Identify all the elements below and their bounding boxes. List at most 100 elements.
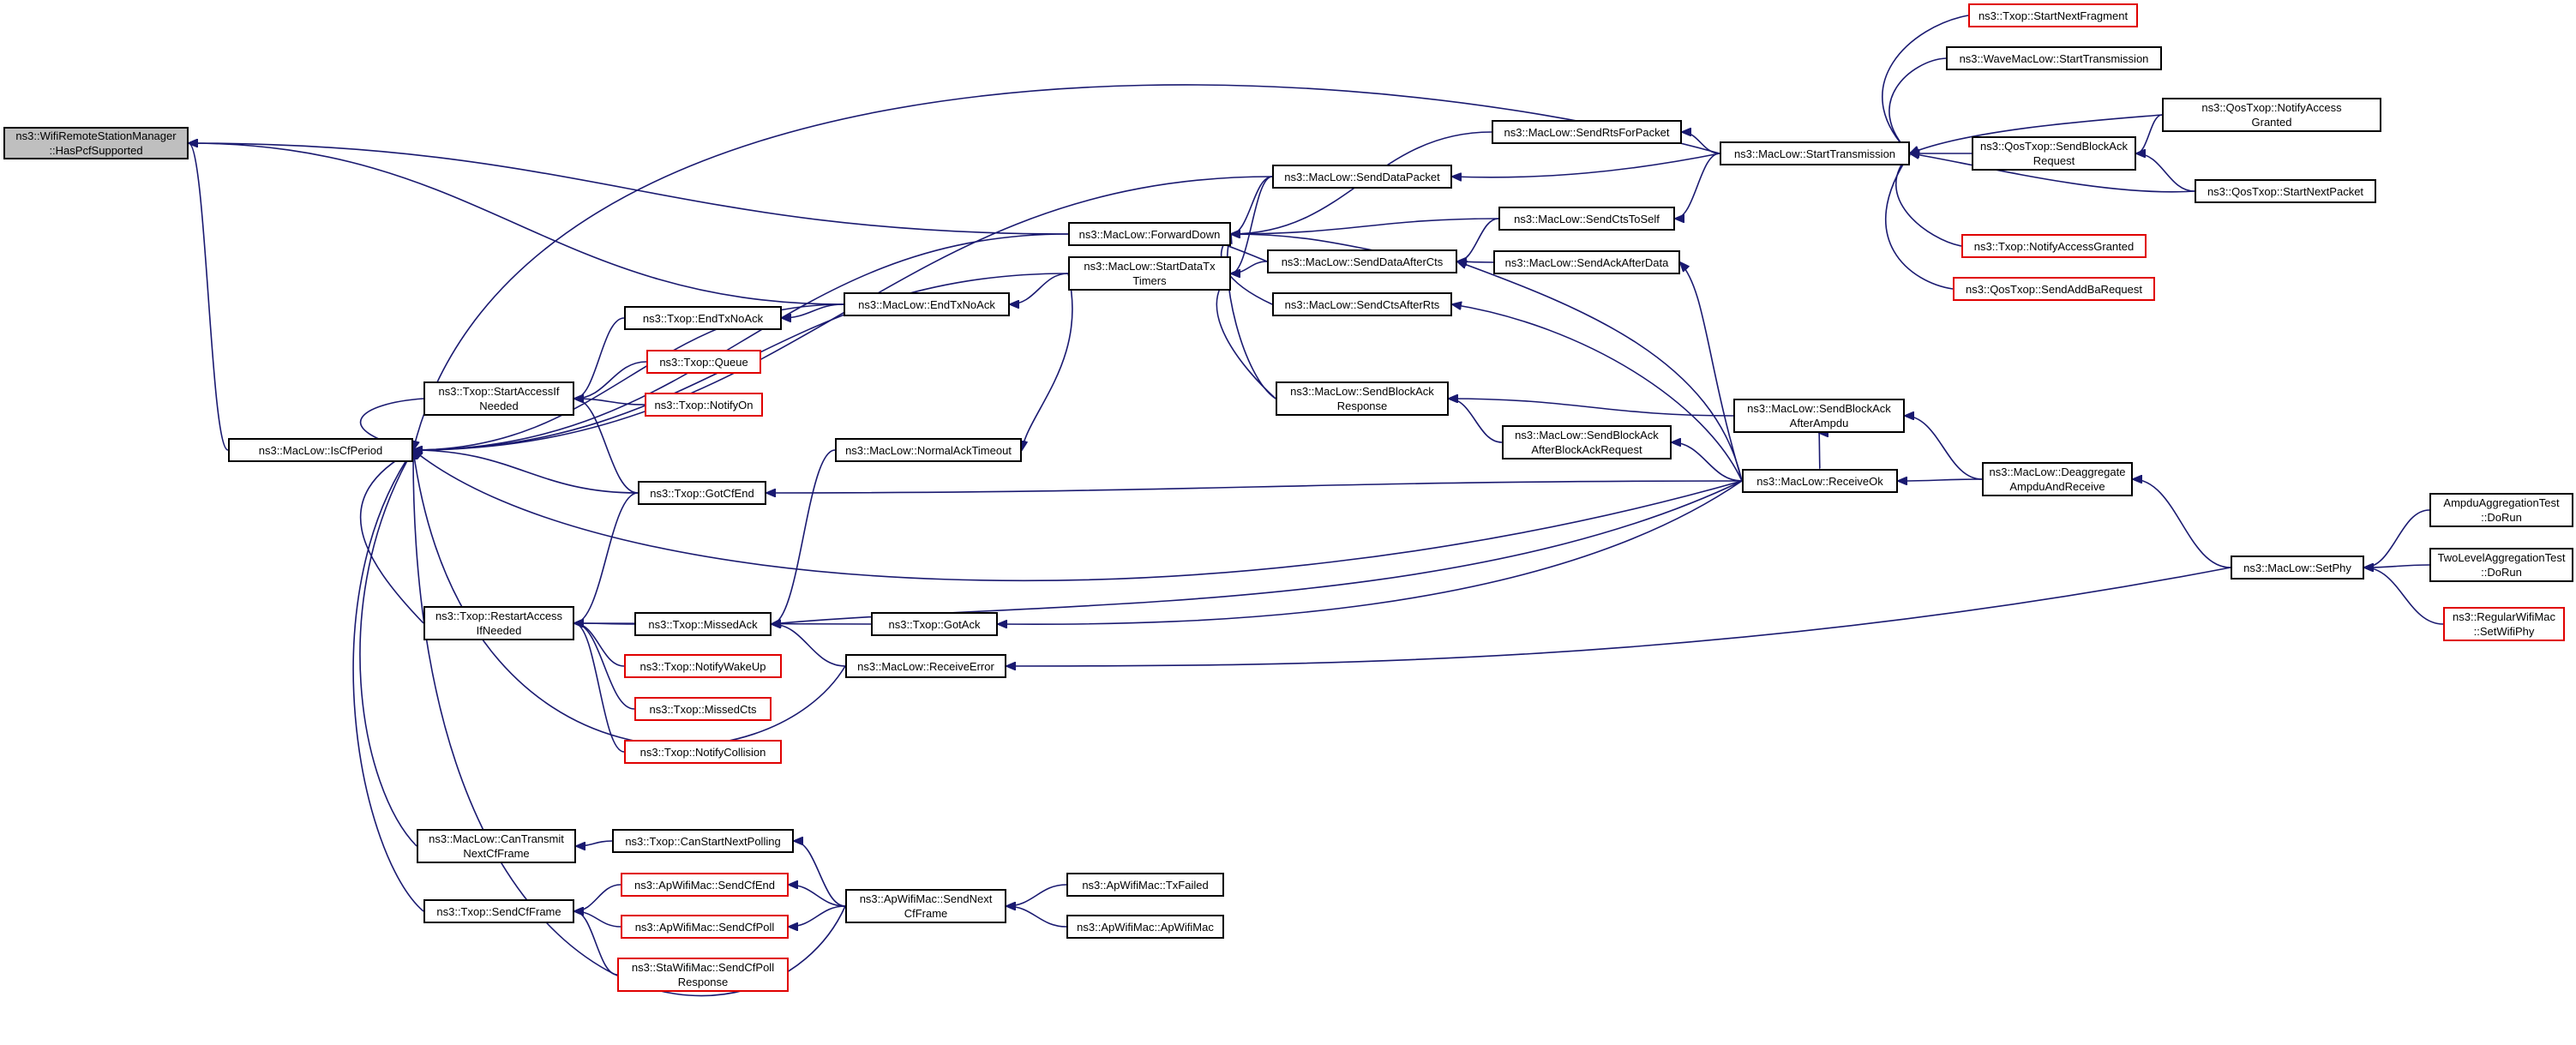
edge-sendctstoself-to-senddataaftercts: [1457, 218, 1499, 261]
node-label: ns3::MacLow::SendAckAfterData: [1504, 255, 1669, 269]
node-label: ns3::QosTxop::StartNextPacket: [2207, 184, 2364, 198]
edge-ap_sendnextcf-to-ap_sendcfpoll: [789, 905, 846, 927]
edge-restartaccess-to-iscfperiod: [359, 450, 424, 624]
node-endtxnoack_mac[interactable]: ns3::MacLow::EndTxNoAck: [844, 292, 1010, 316]
node-notifywakeup[interactable]: ns3::Txop::NotifyWakeUp: [624, 654, 782, 678]
node-sendrtsforpacket[interactable]: ns3::MacLow::SendRtsForPacket: [1492, 120, 1682, 144]
node-senddataaftercts[interactable]: ns3::MacLow::SendDataAfterCts: [1267, 249, 1457, 273]
node-notifycollision[interactable]: ns3::Txop::NotifyCollision: [624, 740, 782, 764]
node-ap_sendcfend[interactable]: ns3::ApWifiMac::SendCfEnd: [621, 873, 789, 897]
edge-sendctstoself-to-forwarddown: [1231, 218, 1499, 234]
node-label: ns3::QosTxop::NotifyAccess Granted: [2201, 101, 2342, 129]
edge-txfailed-to-ap_sendnextcf: [1006, 884, 1067, 906]
edge-gotcfend-to-startaccess: [574, 399, 639, 494]
edge-forwarddown-to-iscfperiod: [413, 233, 1069, 450]
node-txop_notifyaccessgranted[interactable]: ns3::Txop::NotifyAccessGranted: [1961, 234, 2147, 258]
node-senddatapacket[interactable]: ns3::MacLow::SendDataPacket: [1272, 165, 1452, 189]
edge-sendblockackafterampdu-to-sendblockackresp: [1449, 399, 1734, 417]
edge-receiveok-to-iscfperiod: [413, 450, 1743, 582]
node-ap_sendcfpoll[interactable]: ns3::ApWifiMac::SendCfPoll: [621, 915, 789, 939]
edge-senddataaftercts-to-startdatatx: [1231, 261, 1268, 273]
node-restartaccess[interactable]: ns3::Txop::RestartAccess IfNeeded: [423, 606, 574, 640]
node-label: ns3::MacLow::SendDataPacket: [1284, 170, 1440, 183]
node-startaccess[interactable]: ns3::Txop::StartAccessIf Needed: [423, 381, 574, 416]
edge-ap_sendnextcf-to-ap_sendcfend: [789, 885, 846, 907]
edge-qos_sendaddbarequest-to-starttransmission: [1884, 153, 1954, 290]
node-label: ns3::MacLow::CanTransmit NextCfFrame: [429, 832, 564, 860]
node-qos_sendaddbarequest[interactable]: ns3::QosTxop::SendAddBaRequest: [1953, 277, 2155, 301]
edge-startdatatx-to-normalacktimeout: [1022, 273, 1073, 450]
node-startdatatx[interactable]: ns3::MacLow::StartDataTx Timers: [1068, 256, 1231, 291]
edge-ampdutest-to-setphy: [2364, 509, 2430, 568]
node-sta_sendcfpoll[interactable]: ns3::StaWifiMac::SendCfPoll Response: [617, 958, 789, 992]
node-label: ns3::QosTxop::SendBlockAck Request: [1980, 140, 2128, 167]
node-label: AmpduAggregationTest ::DoRun: [2443, 496, 2560, 524]
node-label: ns3::MacLow::Deaggregate AmpduAndReceive: [1989, 465, 2126, 493]
edge-iscfperiod-to-root: [189, 143, 229, 451]
edge-endtxnoack_txop-to-startaccess: [574, 317, 625, 399]
node-wave_starttransmission[interactable]: ns3::WaveMacLow::StartTransmission: [1946, 46, 2162, 70]
node-regularwifimac[interactable]: ns3::RegularWifiMac ::SetWifiPhy: [2443, 607, 2565, 641]
edge-endtxnoack_mac-to-root: [189, 143, 844, 305]
edge-starttransmission-to-iscfperiod: [413, 84, 1720, 450]
node-gotack[interactable]: ns3::Txop::GotAck: [871, 612, 998, 636]
edge-startdatatx-to-endtxnoack_mac: [1010, 273, 1069, 304]
node-canstartnextpolling[interactable]: ns3::Txop::CanStartNextPolling: [612, 829, 794, 853]
edge-receiveerror-to-missedack: [772, 624, 846, 667]
node-root: ns3::WifiRemoteStationManager ::HasPcfSu…: [3, 127, 189, 159]
node-label: ns3::ApWifiMac::TxFailed: [1082, 878, 1209, 892]
node-starttransmission[interactable]: ns3::MacLow::StartTransmission: [1720, 141, 1910, 165]
node-qos_startnextpacket[interactable]: ns3::QosTxop::StartNextPacket: [2195, 179, 2376, 203]
node-label: ns3::Txop::SendCfFrame: [436, 904, 561, 918]
node-sendctsafterrts[interactable]: ns3::MacLow::SendCtsAfterRts: [1272, 292, 1452, 316]
node-label: ns3::MacLow::SendRtsForPacket: [1504, 125, 1670, 139]
edge-senddatapacket-to-startdatatx: [1231, 176, 1273, 273]
node-label: ns3::MacLow::NormalAckTimeout: [845, 443, 1012, 457]
node-label: ns3::MacLow::SendDataAfterCts: [1281, 255, 1444, 268]
node-normalacktimeout[interactable]: ns3::MacLow::NormalAckTimeout: [835, 438, 1022, 462]
node-notifyon[interactable]: ns3::Txop::NotifyOn: [645, 393, 763, 417]
node-apwifimac[interactable]: ns3::ApWifiMac::ApWifiMac: [1066, 915, 1224, 939]
node-startnextfragment[interactable]: ns3::Txop::StartNextFragment: [1968, 3, 2138, 27]
node-qos_notifyaccessgranted[interactable]: ns3::QosTxop::NotifyAccess Granted: [2162, 98, 2381, 132]
node-deaggregate[interactable]: ns3::MacLow::Deaggregate AmpduAndReceive: [1982, 462, 2133, 496]
node-label: ns3::WifiRemoteStationManager ::HasPcfSu…: [15, 129, 177, 157]
node-label: ns3::MacLow::SendCtsAfterRts: [1284, 297, 1440, 311]
node-ampdutest[interactable]: AmpduAggregationTest ::DoRun: [2429, 493, 2573, 527]
node-sendackafterdata[interactable]: ns3::MacLow::SendAckAfterData: [1493, 250, 1680, 274]
node-missedcts[interactable]: ns3::Txop::MissedCts: [634, 697, 772, 721]
node-label: ns3::StaWifiMac::SendCfPoll Response: [631, 961, 775, 988]
node-forwarddown[interactable]: ns3::MacLow::ForwardDown: [1068, 222, 1231, 246]
node-sendcfframe[interactable]: ns3::Txop::SendCfFrame: [423, 899, 574, 923]
node-endtxnoack_txop[interactable]: ns3::Txop::EndTxNoAck: [624, 306, 782, 330]
node-txfailed[interactable]: ns3::ApWifiMac::TxFailed: [1066, 873, 1224, 897]
node-label: ns3::Txop::GotCfEnd: [650, 486, 754, 500]
edge-ap_sendcfend-to-sendcfframe: [574, 884, 621, 911]
node-twoleveltest[interactable]: TwoLevelAggregationTest ::DoRun: [2429, 548, 2573, 582]
node-sendblockackafterbar[interactable]: ns3::MacLow::SendBlockAck AfterBlockAckR…: [1502, 425, 1672, 459]
node-sendblockackresp[interactable]: ns3::MacLow::SendBlockAck Response: [1276, 381, 1449, 416]
node-label: ns3::QosTxop::SendAddBaRequest: [1966, 282, 2142, 296]
node-receiveerror[interactable]: ns3::MacLow::ReceiveError: [845, 654, 1006, 678]
node-missedack[interactable]: ns3::Txop::MissedAck: [634, 612, 772, 636]
edge-receiveok-to-sendblockackafterbar: [1672, 442, 1743, 482]
edge-canstartnextpolling-to-cantransmit: [576, 840, 613, 846]
node-gotcfend[interactable]: ns3::Txop::GotCfEnd: [638, 481, 766, 505]
node-setphy[interactable]: ns3::MacLow::SetPhy: [2231, 556, 2364, 580]
node-ap_sendnextcf[interactable]: ns3::ApWifiMac::SendNext CfFrame: [845, 889, 1006, 923]
node-sendblockackafterampdu[interactable]: ns3::MacLow::SendBlockAck AfterAmpdu: [1733, 399, 1905, 433]
node-iscfperiod[interactable]: ns3::MacLow::IsCfPeriod: [228, 438, 413, 462]
node-label: ns3::Txop::NotifyCollision: [639, 745, 766, 759]
edge-deaggregate-to-sendblockackafterampdu: [1905, 416, 1983, 480]
edge-qos_startnextpacket-to-qos_sendblockackreq: [2136, 153, 2195, 192]
edge-receiveok-to-sendackafterdata: [1680, 262, 1743, 482]
node-queue[interactable]: ns3::Txop::Queue: [646, 350, 761, 374]
edge-setphy-to-receiveerror: [1006, 567, 2231, 666]
node-qos_sendblockackreq[interactable]: ns3::QosTxop::SendBlockAck Request: [1972, 136, 2136, 171]
node-cantransmit[interactable]: ns3::MacLow::CanTransmit NextCfFrame: [417, 829, 576, 863]
node-sendctstoself[interactable]: ns3::MacLow::SendCtsToSelf: [1498, 207, 1675, 231]
node-receiveok[interactable]: ns3::MacLow::ReceiveOk: [1742, 469, 1898, 493]
node-label: ns3::ApWifiMac::SendCfEnd: [633, 878, 776, 892]
edge-regularwifimac-to-setphy: [2364, 568, 2444, 625]
edge-gotcfend-to-restartaccess: [574, 492, 639, 623]
